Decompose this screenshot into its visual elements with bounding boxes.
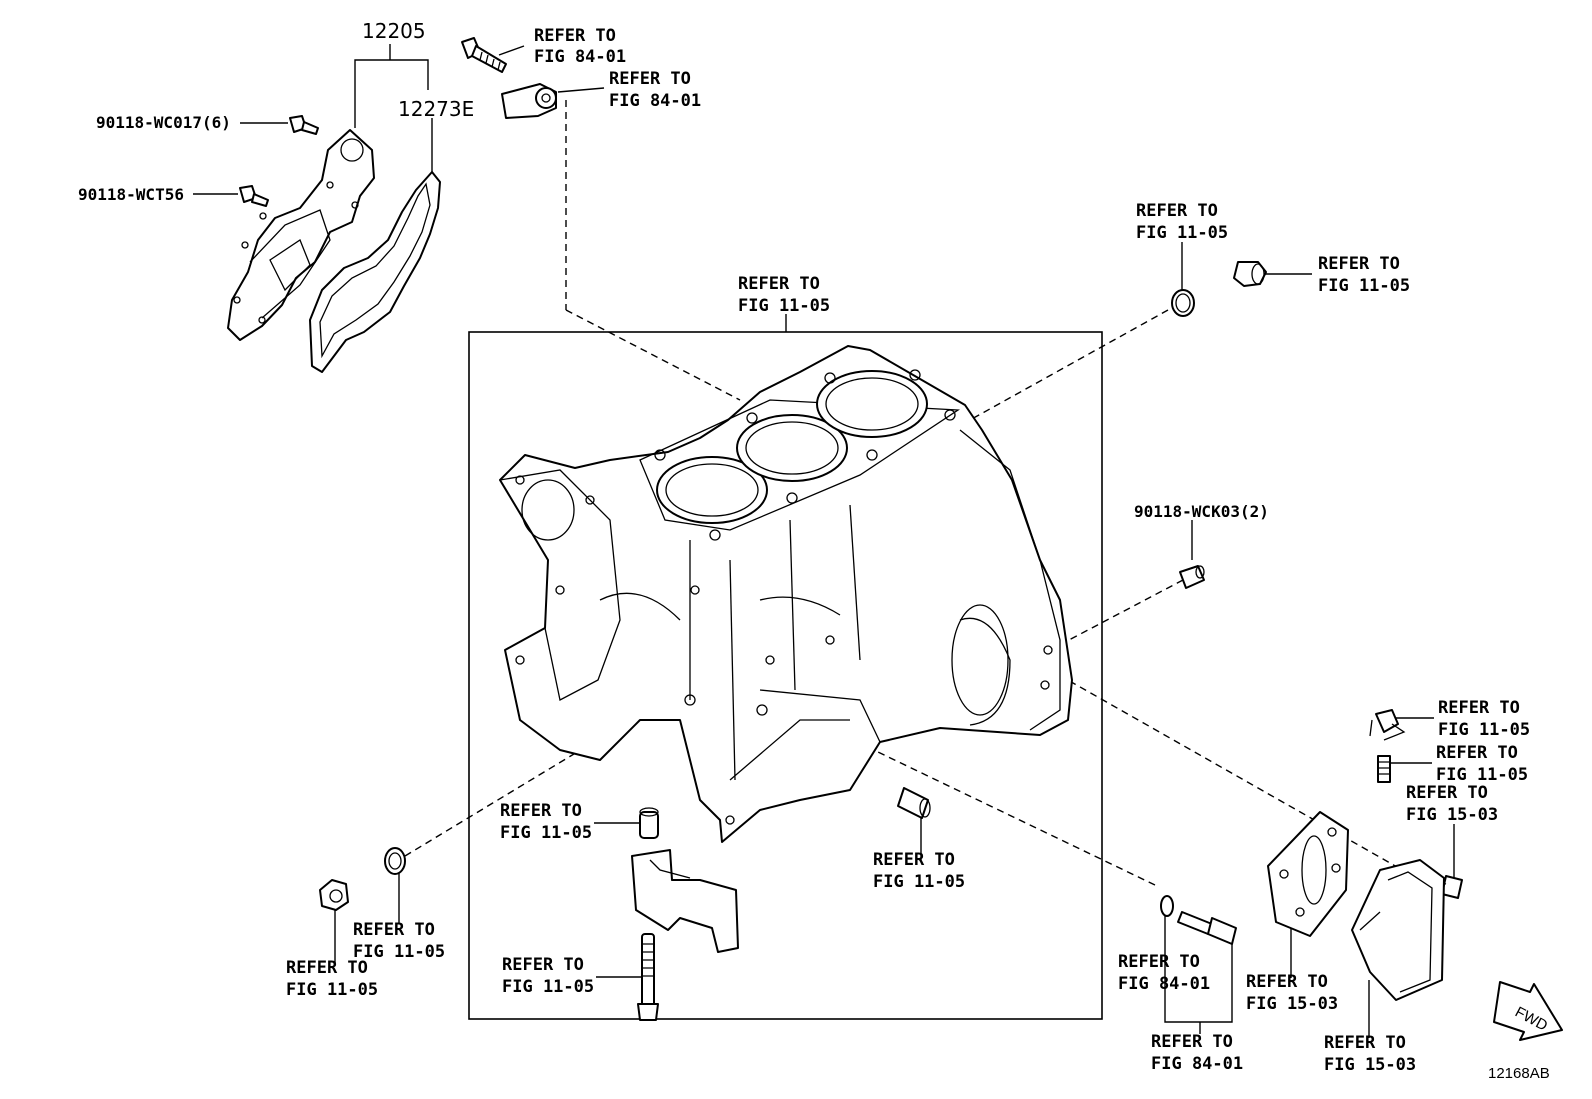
- part-number-pin: 90118-WCK03(2): [1134, 502, 1269, 521]
- bolt-90118-wc017: [289, 115, 319, 135]
- refer-block-2: FIG 11-05: [738, 296, 830, 316]
- bearing-cap: [631, 849, 739, 953]
- refer-knock-bolt-2: FIG 84-01: [534, 47, 626, 67]
- bearing-dowel: [639, 807, 659, 839]
- part-number-bolt-a: 90118-WC017(6): [96, 113, 231, 132]
- refer-knock-bolt-1: REFER TO: [534, 26, 616, 46]
- refer-bolt-small-1: REFER TO: [1436, 743, 1518, 763]
- refer-filter-bolt-1: REFER TO: [1406, 783, 1488, 803]
- refer-block-1: REFER TO: [738, 274, 820, 294]
- refer-temp-oring-1: REFER TO: [1118, 952, 1200, 972]
- knock-sensor: [501, 83, 557, 119]
- temp-sensor: [1177, 911, 1237, 945]
- refer-plug-left-2: FIG 11-05: [286, 980, 378, 1000]
- refer-temp-sensor-1: REFER TO: [1151, 1032, 1233, 1052]
- part-number-gasket: 12273E: [398, 97, 474, 121]
- small-bolt: [1377, 755, 1391, 783]
- part-number-bolt-b: 90118-WCT56: [78, 185, 184, 204]
- refer-plug-left-1: REFER TO: [286, 958, 368, 978]
- refer-sleeve-2: FIG 11-05: [873, 872, 965, 892]
- refer-bearing-dowel-2: FIG 11-05: [500, 823, 592, 843]
- bearing-bolt: [637, 933, 659, 1021]
- gasket-illustration: [309, 171, 441, 373]
- refer-oil-filter-2: FIG 15-03: [1324, 1055, 1416, 1075]
- refer-plug-top-2: FIG 11-05: [1318, 276, 1410, 296]
- plug-top: [1233, 261, 1267, 287]
- cylinder-block-illustration: [499, 345, 1073, 843]
- refer-oring-top-2: FIG 11-05: [1136, 223, 1228, 243]
- refer-oring-left-1: REFER TO: [353, 920, 435, 940]
- refer-filter-bolt-2: FIG 15-03: [1406, 805, 1498, 825]
- refer-plug-top-1: REFER TO: [1318, 254, 1400, 274]
- refer-bearing-bolt-2: FIG 11-05: [502, 977, 594, 997]
- refer-filter-gasket-1: REFER TO: [1246, 972, 1328, 992]
- refer-oring-left-2: FIG 11-05: [353, 942, 445, 962]
- refer-bolt-small-2: FIG 11-05: [1436, 765, 1528, 785]
- labels: 12205 12273E 90118-WC017(6) 90118-WCT56 …: [78, 19, 1550, 1082]
- sleeve: [897, 787, 931, 819]
- plug-left: [319, 879, 349, 911]
- cylinder-block-group-box: [468, 331, 1103, 1020]
- refer-oring-top-1: REFER TO: [1136, 201, 1218, 221]
- oil-filter: [1351, 859, 1445, 1001]
- pin-90118-wck03: [1179, 565, 1205, 589]
- temp-sensor-o-ring: [1160, 895, 1174, 917]
- oil-filter-gasket: [1267, 811, 1349, 937]
- illustration-code: 12168AB: [1488, 1065, 1550, 1082]
- refer-clip-2: FIG 11-05: [1438, 720, 1530, 740]
- knock-sensor-bolt: [461, 37, 507, 73]
- refer-bearing-dowel-1: REFER TO: [500, 801, 582, 821]
- refer-sleeve-1: REFER TO: [873, 850, 955, 870]
- bolt-90118-wct56: [239, 185, 269, 207]
- refer-temp-sensor-2: FIG 84-01: [1151, 1054, 1243, 1074]
- refer-knock-sensor-1: REFER TO: [609, 69, 691, 89]
- refer-oil-filter-1: REFER TO: [1324, 1033, 1406, 1053]
- refer-bearing-bolt-1: REFER TO: [502, 955, 584, 975]
- fwd-arrow-icon: FWD: [1493, 981, 1563, 1041]
- refer-knock-sensor-2: FIG 84-01: [609, 91, 701, 111]
- refer-filter-gasket-2: FIG 15-03: [1246, 994, 1338, 1014]
- part-number-cover: 12205: [362, 19, 426, 43]
- o-ring-left: [384, 847, 406, 875]
- refer-temp-oring-2: FIG 84-01: [1118, 974, 1210, 994]
- timing-cover-illustration: [227, 129, 375, 341]
- callout-lines: [193, 44, 1455, 1038]
- clip: [1369, 709, 1406, 741]
- refer-clip-1: REFER TO: [1438, 698, 1520, 718]
